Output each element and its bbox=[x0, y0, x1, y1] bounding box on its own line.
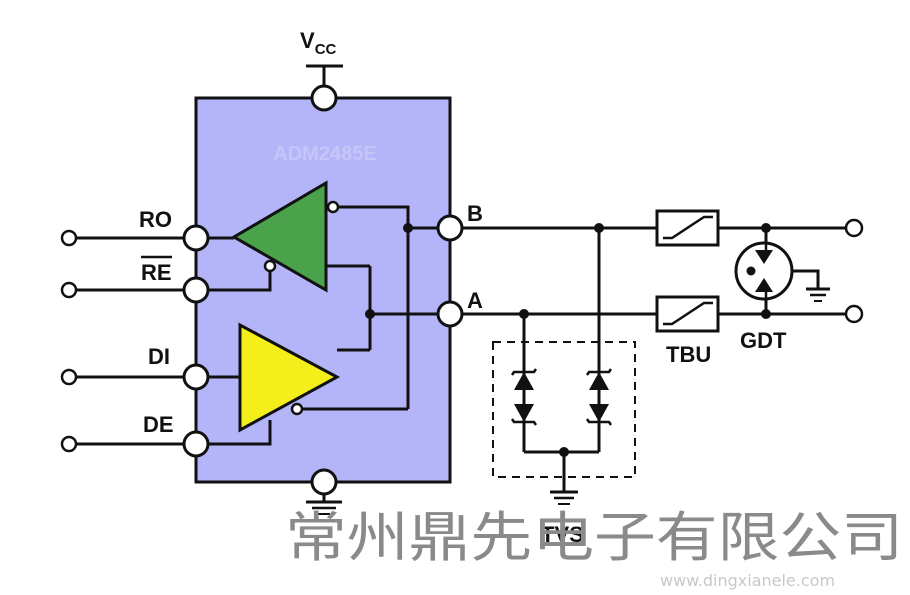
b-pin bbox=[436, 214, 464, 242]
tbu-label: TBU bbox=[666, 342, 711, 367]
company-watermark: 常州鼎先电子有限公司 bbox=[285, 506, 903, 569]
url-watermark: www.dingxianele.com bbox=[660, 571, 835, 590]
re-terminal bbox=[60, 281, 78, 299]
tvs-diode-left bbox=[510, 368, 538, 426]
gnd-pin bbox=[310, 468, 338, 496]
a-line-terminal bbox=[844, 304, 864, 324]
ro-label: RO bbox=[139, 207, 172, 232]
vcc-pin bbox=[310, 84, 338, 112]
receiver-inverting-bubble bbox=[326, 200, 340, 214]
a-pin bbox=[436, 300, 464, 328]
b-line-terminal bbox=[844, 218, 864, 238]
de-pin bbox=[182, 430, 210, 458]
re-pin bbox=[182, 276, 210, 304]
re-label: RE bbox=[141, 260, 172, 285]
tvs-diode-right bbox=[585, 368, 613, 426]
ro-terminal bbox=[60, 229, 78, 247]
de-terminal bbox=[60, 435, 78, 453]
tvs-box bbox=[492, 341, 636, 478]
tvs-label: TVS bbox=[541, 522, 584, 547]
chip-name-label: ADM2485E bbox=[273, 143, 376, 165]
driver-inverting-bubble bbox=[290, 402, 304, 416]
a-label: A bbox=[467, 288, 483, 313]
receiver-enable-bubble bbox=[263, 259, 277, 273]
receiver-triangle bbox=[231, 180, 328, 293]
vcc-label: VCC bbox=[300, 28, 337, 58]
driver-triangle bbox=[238, 322, 341, 433]
de-label: DE bbox=[143, 412, 174, 437]
di-label: DI bbox=[148, 344, 170, 369]
di-terminal bbox=[60, 368, 78, 386]
gdt-label: GDT bbox=[740, 328, 787, 353]
ro-pin bbox=[182, 224, 210, 252]
b-label: B bbox=[467, 201, 483, 226]
di-pin bbox=[182, 363, 210, 391]
